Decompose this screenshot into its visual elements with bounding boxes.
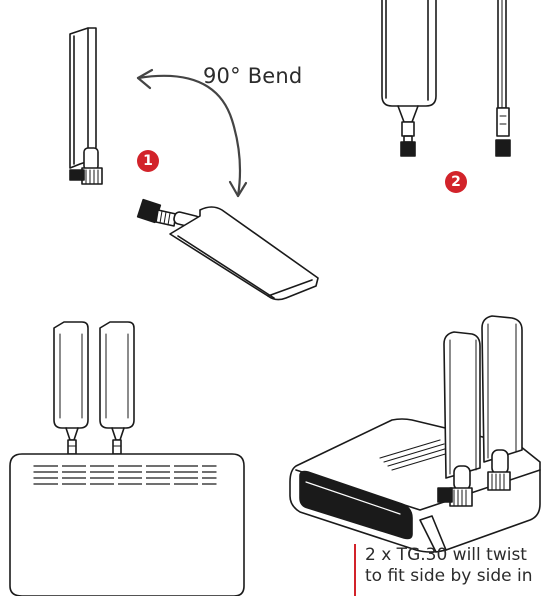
router-front bbox=[9, 321, 245, 596]
bend-arrow-icon bbox=[136, 68, 248, 198]
router-perspective bbox=[289, 315, 541, 553]
caption-line-2: to fit side by side in bbox=[365, 566, 533, 586]
caption-accent-bar bbox=[354, 544, 356, 596]
step-badge-2: 2 bbox=[445, 171, 467, 193]
bend-label: 90° Bend bbox=[203, 64, 303, 88]
caption-line-1: 2 x TG.30 will twist bbox=[365, 545, 527, 565]
caption: 2 x TG.30 will twist to fit side by side… bbox=[365, 545, 557, 587]
step-badge-1: 1 bbox=[137, 150, 159, 172]
antenna-upright bbox=[69, 27, 103, 185]
antenna-pair-side bbox=[381, 0, 511, 157]
antenna-bent bbox=[136, 198, 319, 301]
